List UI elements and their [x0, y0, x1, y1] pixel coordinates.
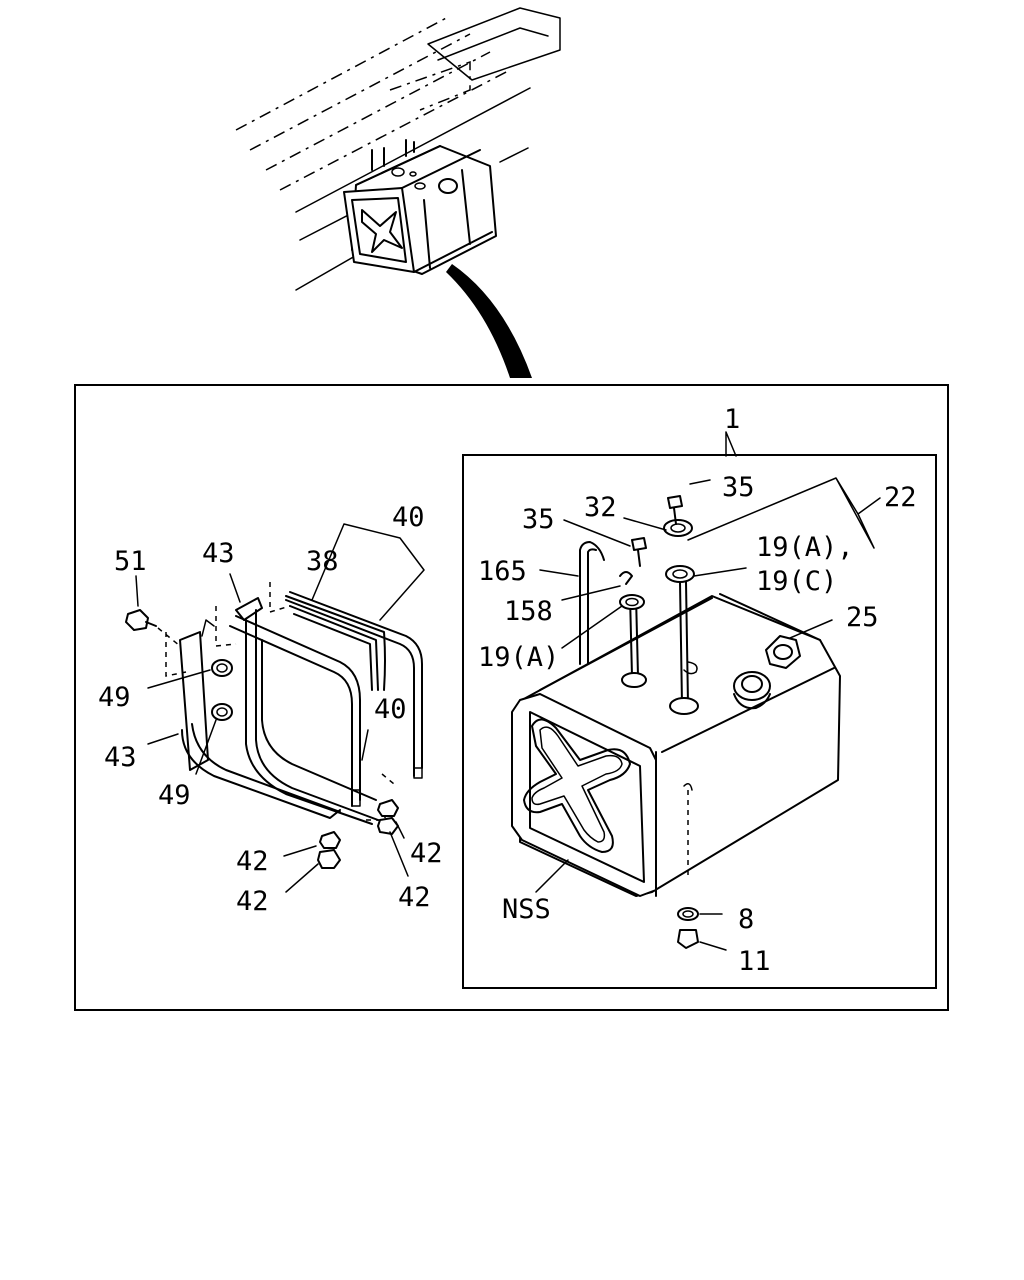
- label-part-11: 11: [738, 946, 771, 977]
- zoom-pointer-arrow: [446, 264, 532, 378]
- label-part-35: 35: [522, 504, 555, 535]
- label-part-19c: 19(C): [756, 566, 837, 597]
- label-part-32: 32: [584, 492, 617, 523]
- label-part-42-d: 42: [398, 882, 431, 913]
- label-part-43: 43: [104, 742, 137, 773]
- label-part-35-top: 35: [722, 472, 755, 503]
- part-labels: 1 35 32 22 35 19(A), 165 19(C) 158 25 19…: [98, 404, 917, 977]
- label-part-42-c: 42: [236, 886, 269, 917]
- label-part-43-top: 43: [202, 538, 235, 569]
- label-part-nss: NSS: [502, 894, 551, 925]
- label-part-158: 158: [504, 596, 553, 627]
- label-part-19a: 19(A): [478, 642, 559, 673]
- label-part-49-top: 49: [98, 682, 131, 713]
- label-part-8: 8: [738, 904, 754, 935]
- label-part-42-a: 42: [236, 846, 269, 877]
- label-part-22: 22: [884, 482, 917, 513]
- label-part-25: 25: [846, 602, 879, 633]
- assembly-frame: [462, 454, 937, 989]
- label-part-19a-top: 19(A),: [756, 532, 854, 563]
- label-part-165: 165: [478, 556, 527, 587]
- brackets-and-bands: [125, 523, 425, 893]
- label-part-51: 51: [114, 546, 147, 577]
- label-part-42-b: 42: [410, 838, 443, 869]
- label-part-1: 1: [724, 404, 740, 435]
- label-part-40-top: 40: [392, 502, 425, 533]
- label-part-38: 38: [306, 546, 339, 577]
- outer-frame: [74, 384, 949, 1011]
- mounted-tank: [343, 139, 497, 275]
- label-part-49: 49: [158, 780, 191, 811]
- fuel-tank-assembly: [511, 431, 881, 951]
- label-part-40: 40: [374, 694, 407, 725]
- vehicle-overview: [235, 7, 561, 378]
